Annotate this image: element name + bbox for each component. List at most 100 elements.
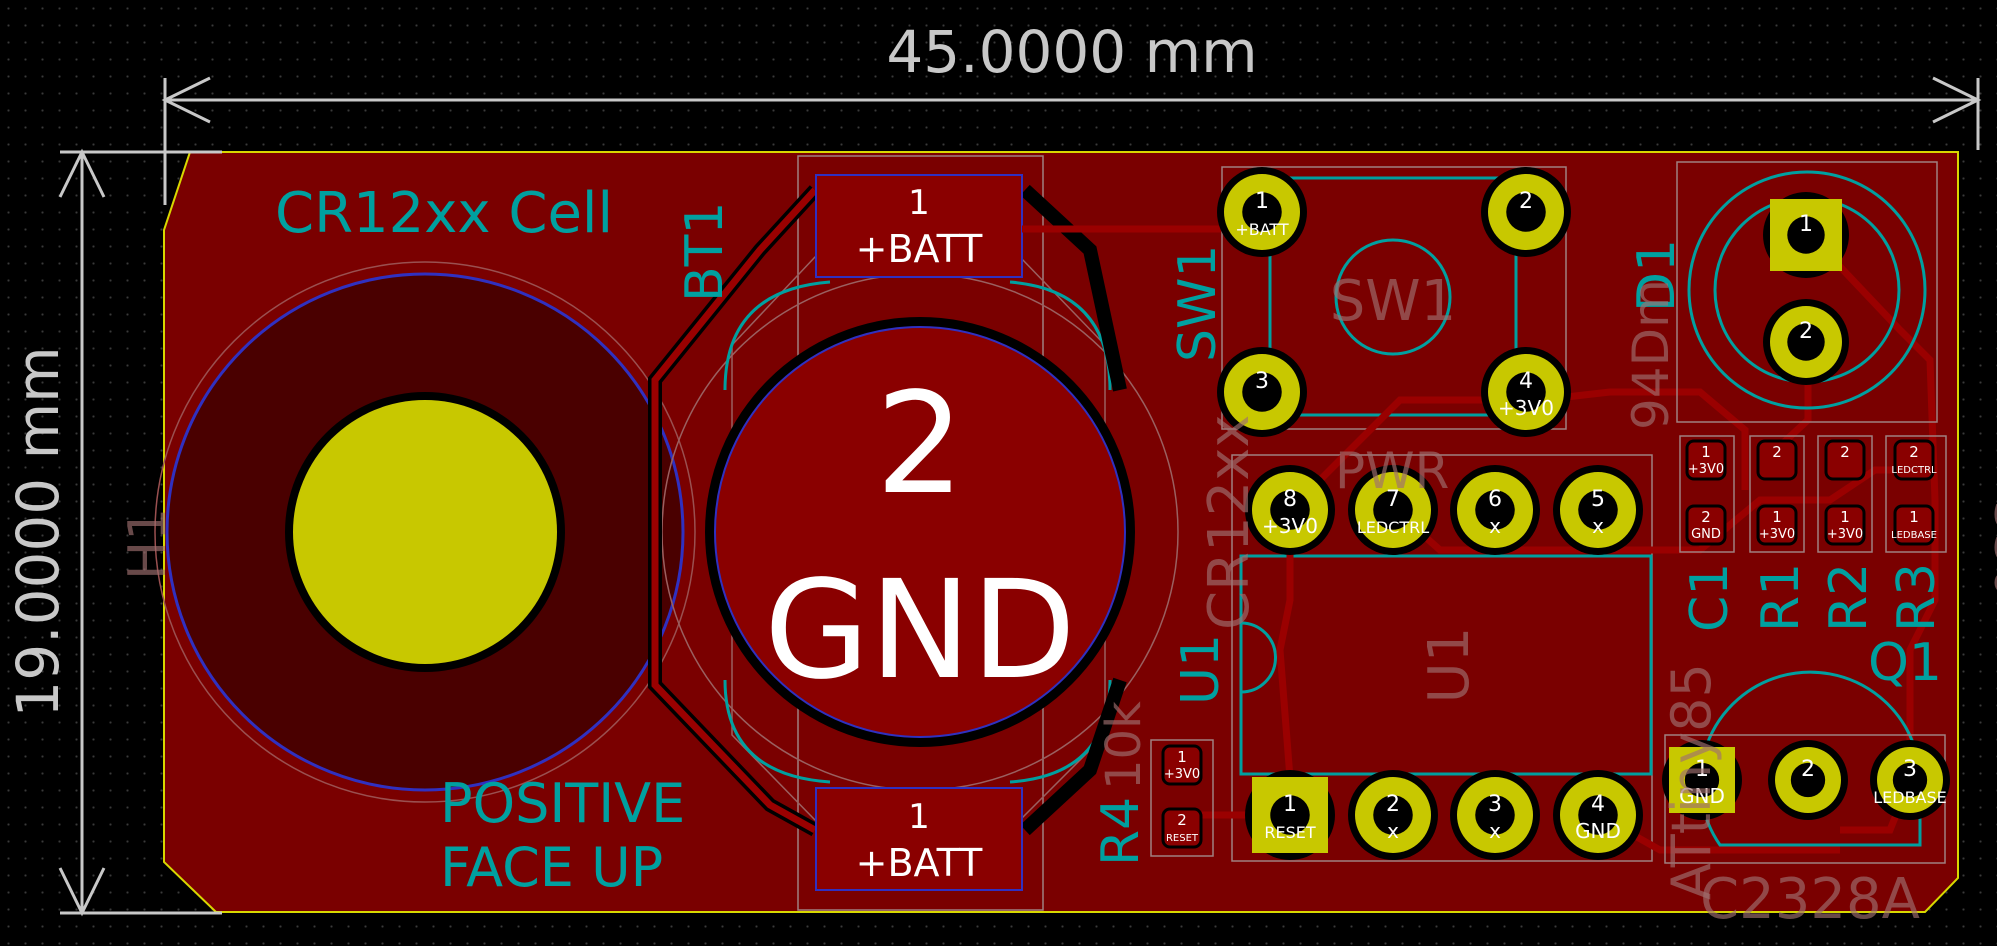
q1-pad-1-drill [1684,762,1720,798]
bt1-label: BT1 [675,201,735,302]
dimension-height [58,148,222,917]
bt1-silk-arc-bot [723,679,831,784]
h1-ghost-label: H1 [118,508,178,580]
q1-pad-1-number: 1 [1695,757,1709,782]
d1-pad-1-number: 1 [1799,212,1813,237]
c1-label: C1 [1680,563,1740,632]
u1-pad-4-number: 4 [1591,792,1605,817]
u1-pad-3-number: 3 [1488,792,1502,817]
r3-pad-2 [1893,439,1935,481]
d1-outline-outer [1687,170,1927,410]
u1-pad-3-net: x [1489,819,1501,843]
u1-pad-5-number: 5 [1591,487,1605,512]
sw1-courtyard [1221,166,1567,430]
sw1-pad-4-net: +3V0 [1498,396,1554,420]
r3-label: R3 [1887,563,1947,632]
r4-pad-2-number: 2 [1177,811,1187,829]
trace-u1-b [1392,466,1930,554]
r2-pad-1 [1824,504,1866,546]
c1-pad-2-number: 2 [1701,508,1711,526]
sw1-pad-4-drill [1506,372,1546,412]
u1-label: U1 [1171,634,1231,705]
u1-pad-7-net: LEDCTRL [1357,518,1429,537]
attiny-ghost-label: ATtiny85 [1660,663,1723,900]
u1-pad-1-number: 1 [1283,792,1297,817]
u1-pad-2-drill [1373,795,1413,835]
r2-pad-2 [1824,439,1866,481]
bt1-bottom-pad-num: 1 [908,797,930,837]
d1-pad-2-number: 2 [1799,319,1813,344]
sw1-pad-1-drill [1242,192,1282,232]
cell-label: CR12xx Cell [275,181,613,246]
r1-pad-1 [1756,504,1798,546]
r4-pad-1 [1161,744,1203,786]
bt1-bottom-pad-net: +BATT [856,841,983,885]
width-dimension-text: 45.0000 mm [886,18,1257,86]
q1-pad-3-number: 3 [1903,757,1917,782]
q1-pad-1-net: GND [1679,784,1725,808]
q1-pad-2-drill [1790,762,1826,798]
sw1-pad-2-number: 2 [1519,189,1533,214]
u1-pad-7-number: 7 [1386,487,1400,512]
sw1-ghost-label: SW1 [1330,269,1457,334]
r4-pad-1-net: +3V0 [1164,767,1200,782]
q1-pad-2-number: 2 [1801,757,1815,782]
q1-pad-3-net: LEDBASE [1873,788,1947,807]
u1-body [1239,554,1653,776]
batt-trace-copper [651,187,818,834]
smd-courtyard-c1 [1679,435,1735,553]
u1-pad-4-net: GND [1575,819,1621,843]
r3-pad-2-net: LEDCTRL [1891,465,1937,476]
u1-pad-2-number: 2 [1386,792,1400,817]
q1-pad-3-drill [1892,762,1928,798]
r1-pad-1-number: 1 [1772,508,1782,526]
r1-pad-2-number: 2 [1772,443,1782,461]
u1-pad-6-net: x [1489,514,1501,538]
d1-label: D1 [1627,239,1687,312]
r4-label: R4 [1091,797,1151,866]
r1-pad-2 [1756,439,1798,481]
smd-courtyard-r1 [1749,435,1805,553]
bt1-center-pad-net: GND [764,552,1076,710]
r3-pad-1 [1893,504,1935,546]
u1-pad-8-number: 8 [1283,487,1297,512]
d1-pad-2-drill [1787,323,1825,361]
cr12xx-ghost-label: CR12xx [1197,414,1262,630]
u1-notch [1240,621,1277,694]
value-330-ghost: 330 [1982,500,1997,599]
u1-pad-3-drill [1475,795,1515,835]
positive-label-line1: POSITIVE [440,772,685,835]
height-dimension-text: 19.0000 mm [4,346,72,717]
smd-courtyard-r2 [1817,435,1873,553]
bt1-silk-arc-top [723,280,831,391]
r4-pad-2 [1161,807,1203,849]
u1-ghost-label: U1 [1417,627,1482,704]
sw1-button [1334,238,1452,356]
bt1-center-pad-num: 2 [875,363,964,526]
bt1-gnd-pad [714,326,1126,738]
r4-pad-2-net: RESET [1166,833,1199,844]
r3-pad-1-net: LEDBASE [1891,530,1937,541]
u1-pad-8-drill [1270,490,1310,530]
r3-pad-2-number: 2 [1909,443,1919,461]
bt1-pad-bottom [815,787,1023,891]
u1-pad-1-drill [1270,795,1310,835]
d1-courtyard [1676,161,1938,423]
u1-pad-7-drill [1373,490,1413,530]
u1-pad-5-net: x [1592,514,1604,538]
u1-pad-4-drill [1578,795,1618,835]
u1-pad-6-drill [1475,490,1515,530]
c1-pad-2-net: GND [1691,527,1721,542]
u1-pad-1-net: RESET [1264,823,1315,842]
pwr-ghost-label: PWR [1335,442,1449,500]
q1-label: Q1 [1868,633,1942,693]
r2-pad-1-net: +3V0 [1827,527,1863,542]
sw1-pad-1-net: +BATT [1235,220,1289,239]
r1-pad-1-net: +3V0 [1759,527,1795,542]
h1-drill [293,400,557,664]
u1-pad-8-net: +3V0 [1262,514,1318,538]
r4-pad-1-number: 1 [1177,748,1187,766]
sw1-pad-3-number: 3 [1255,369,1269,394]
dimension-width [161,76,1982,205]
